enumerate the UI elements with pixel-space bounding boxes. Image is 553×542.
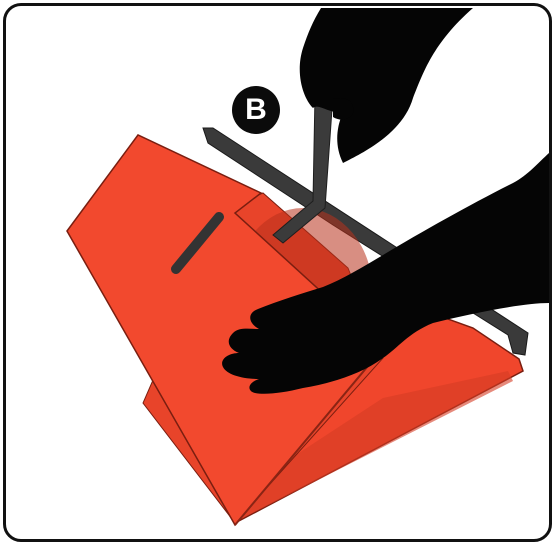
step-badge: B (232, 86, 280, 134)
illustration (6, 6, 549, 539)
step-label: B (245, 95, 267, 125)
instruction-frame: B (3, 3, 552, 542)
